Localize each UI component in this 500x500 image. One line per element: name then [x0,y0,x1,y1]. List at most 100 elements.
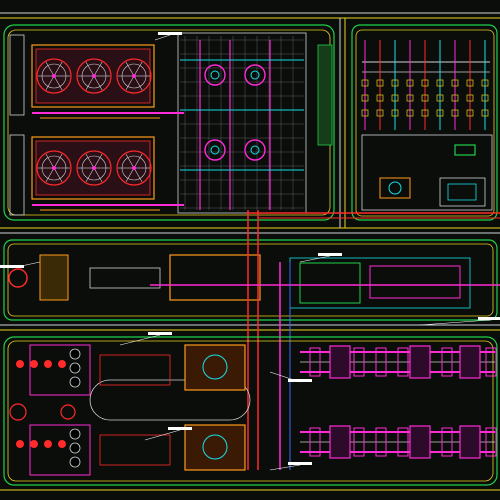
pump-house-outline [177,32,307,214]
tank-icon [30,360,38,368]
valve-icon [421,94,429,102]
cooling-tower-fan-icon [76,150,112,186]
tank-icon [44,440,52,448]
fan-blade [125,167,135,183]
cooling-tower-cell-group [31,44,155,108]
label-box [454,144,476,156]
plot-boundary-inner [7,243,494,317]
pump-icon [244,64,266,86]
valve-icon [391,94,399,102]
valve-icon [436,109,444,117]
valve-icon [466,109,474,117]
fan-blade [45,61,55,77]
fan-blade [45,75,55,91]
annotation-block [288,379,312,382]
transformer [379,177,411,199]
leader-line [144,429,181,441]
fan-blade [53,153,63,169]
fan-blade [85,153,95,169]
cooling-tower-fan-icon [116,58,152,94]
fan-blade [93,153,103,169]
cooling-tower-fan-icon [36,58,72,94]
process-unit [184,344,246,391]
tank-icon [60,404,76,420]
cooling-tower-fans [36,58,152,186]
pump-icon [210,70,220,80]
valve-icon [481,79,489,87]
pipe-support [309,427,321,457]
valve-station [409,345,431,379]
pump-icon [204,139,226,161]
plot-boundary [3,24,335,221]
plot-boundary [351,24,498,221]
pump-icon [69,428,81,440]
pump-icon [69,348,81,360]
fan-blade [93,61,103,77]
annotation-block [288,462,312,465]
fan-blade [125,153,135,169]
pump-icon [69,442,81,454]
tank-icon [58,440,66,448]
pipe-support [397,347,409,377]
fan-hub [132,166,136,170]
annotation-leaders [0,32,500,471]
valve-icon [376,94,384,102]
fan-blade [93,167,103,183]
pump-icon [244,139,266,161]
fan-blade [53,75,63,91]
conveyor-outline [89,267,161,289]
valve-icon [361,79,369,87]
valve-station [329,425,351,459]
plot-boundary [3,336,498,486]
fan-blade [53,167,63,183]
valve-icon [391,79,399,87]
leader-line [154,34,171,41]
pipe-support [375,427,387,457]
pipe-rack [150,210,500,470]
valve-station [459,425,481,459]
pump-icon [250,145,260,155]
pipe-support [353,347,365,377]
valve-icon [451,79,459,87]
valve-station [409,425,431,459]
fan-blade [133,61,143,77]
leader-line [119,334,161,346]
equipment-outline [99,354,171,386]
valve-station [459,345,481,379]
valve-icon [406,109,414,117]
pipe-support [375,347,387,377]
pump-icon [69,362,81,374]
valve-icon [451,94,459,102]
cooling-tower-cell-group [31,136,155,200]
valve-icon [481,109,489,117]
plot-boundary-inner [355,29,495,217]
switchyard-bays [361,40,490,130]
building-outline [9,134,25,216]
valve-icon [406,94,414,102]
road-network [0,12,500,491]
pipe-support [397,427,409,457]
pipe-support [485,427,497,457]
fan-hub [92,74,96,78]
leader-line [269,464,301,471]
leader-line [419,319,491,326]
fan-blade [85,75,95,91]
valve-icon [436,79,444,87]
tank-icon [388,181,402,195]
valve-icon [421,79,429,87]
equipment-outline [29,424,91,476]
pipe-support [353,427,365,457]
fan-hub [52,166,56,170]
pump-icon [69,456,81,468]
fan-blade [133,75,143,91]
valve-icon [481,94,489,102]
fan-hub [92,166,96,170]
plot-boundary-inner [7,340,494,482]
green-hatch-strip [317,44,333,146]
annotation-block [168,427,192,430]
annotation-block [318,253,342,256]
fan-blade [125,61,135,77]
cooling-tower-fan-icon [116,150,152,186]
valve-icon [391,109,399,117]
